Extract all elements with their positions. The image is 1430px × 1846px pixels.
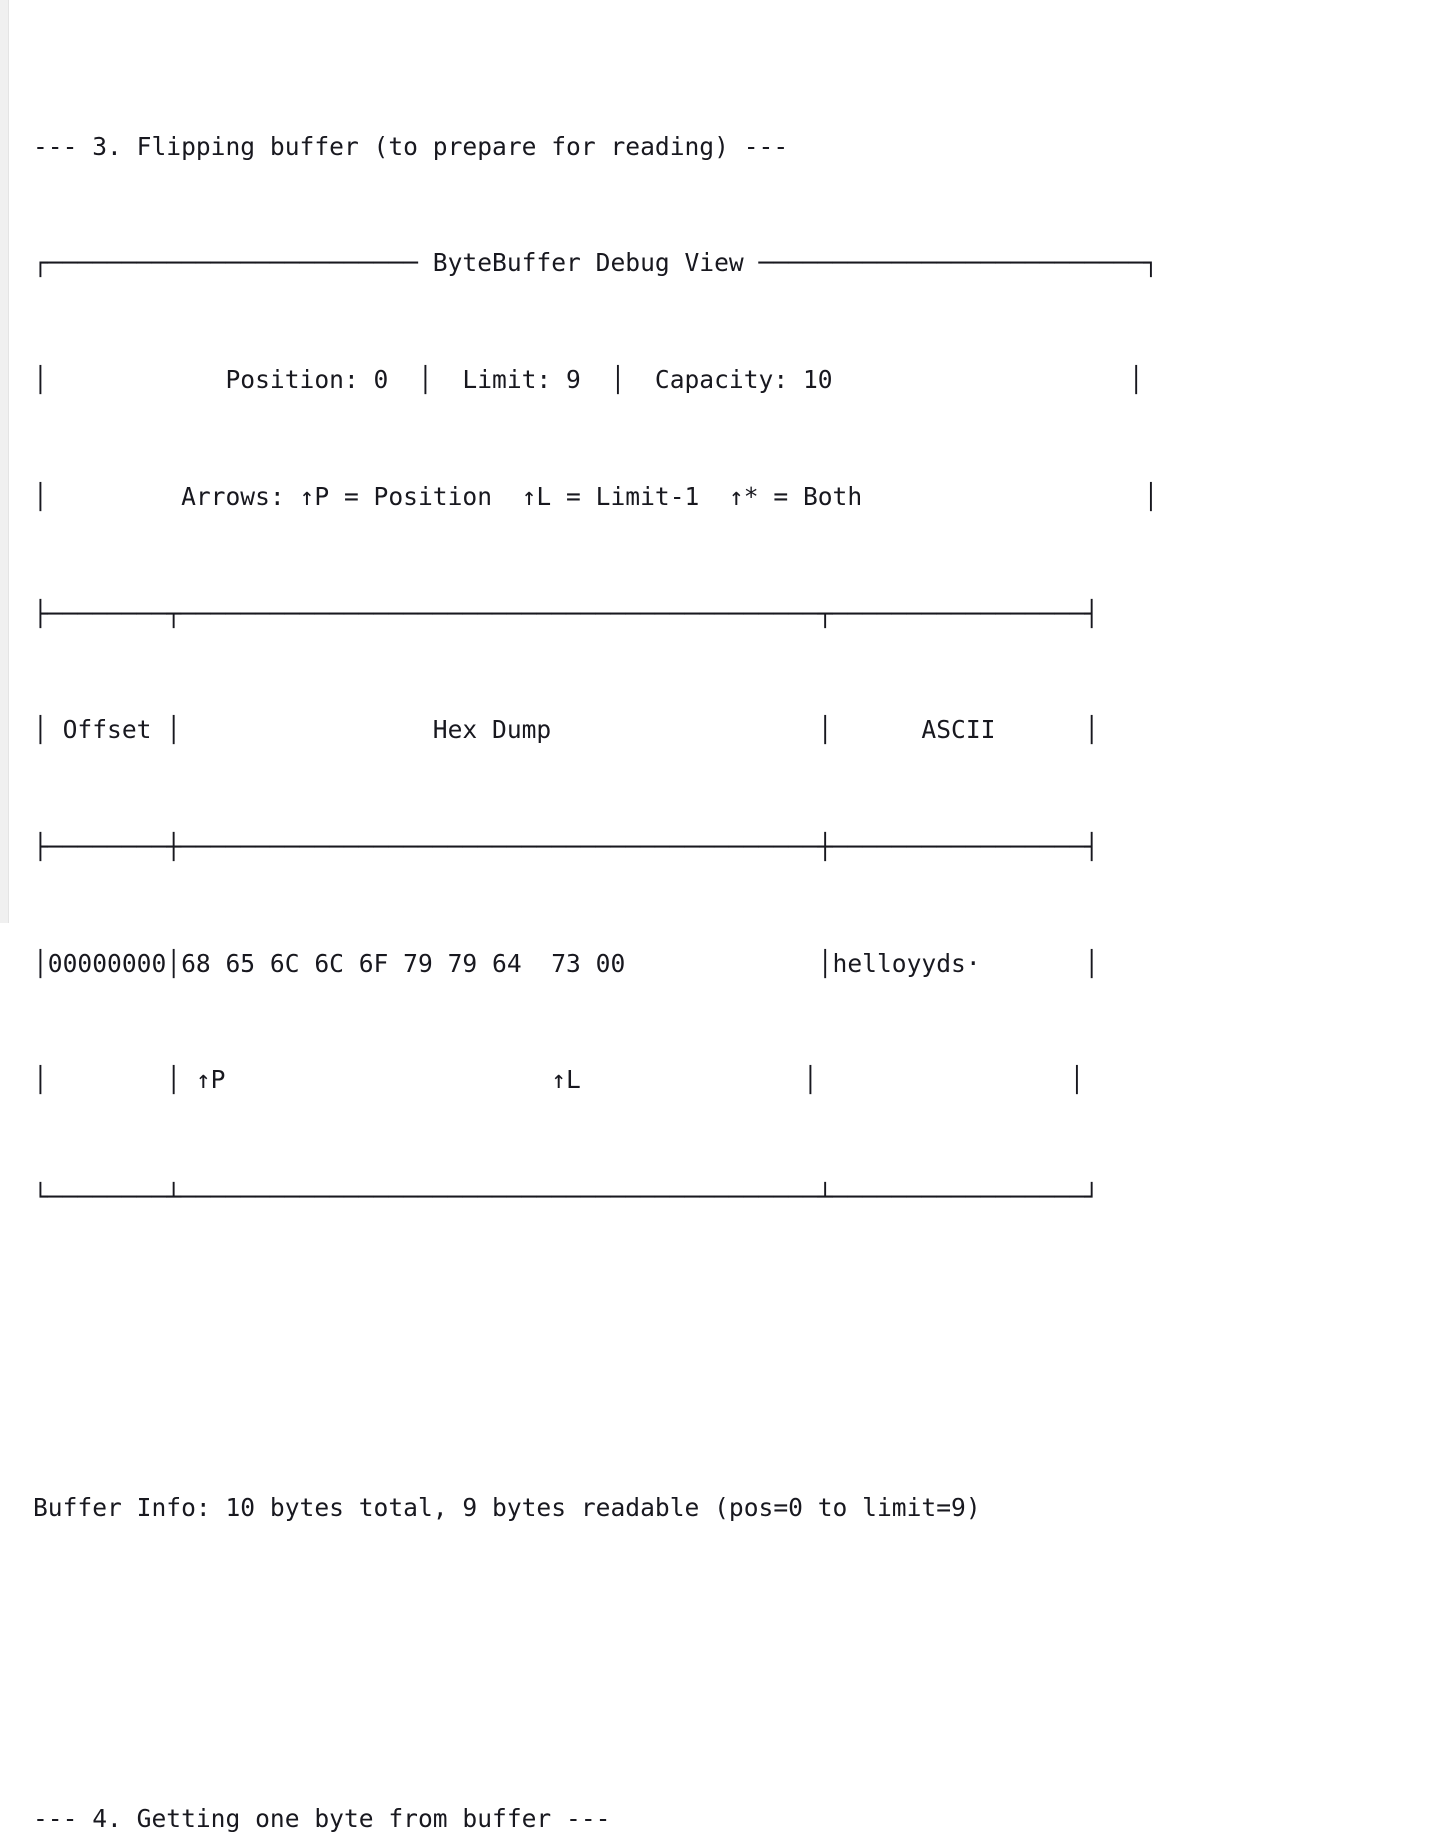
panel-1-title-border: ┌───────────────────────── ByteBuffer De… (33, 248, 1159, 278)
panel-1-arrows-legend-line: │ Arrows: ↑P = Position ↑L = Limit-1 ↑* … (33, 481, 1159, 511)
spacer-1 (33, 1334, 1423, 1373)
panel-1-table-mid-border: ├────────┼──────────────────────────────… (33, 831, 1100, 861)
terminal-output: --- 3. Flipping buffer (to prepare for r… (33, 11, 1423, 1846)
section-4-heading: --- 4. Getting one byte from buffer --- (33, 1804, 611, 1834)
spacer-2 (33, 1645, 1423, 1684)
panel-1-table-header: │ Offset │ Hex Dump │ ASCII │ (33, 715, 1100, 745)
panel-1-table-bottom-border: └────────┴──────────────────────────────… (33, 1182, 1100, 1212)
panel-1-hex-row: │00000000│68 65 6C 6C 6F 79 79 64 73 00 … (33, 948, 1100, 978)
editor-gutter (0, 0, 9, 923)
panel-1-table-top-border: ├────────┬──────────────────────────────… (33, 598, 1100, 628)
panel-1-marker-row: │ │ ↑P ↑L │ │ (33, 1065, 1085, 1095)
panel-1-info-line: │ Position: 0 │ Limit: 9 │ Capacity: 10 … (33, 365, 1144, 395)
section-3-heading: --- 3. Flipping buffer (to prepare for r… (33, 131, 789, 161)
buffer-info-line: Buffer Info: 10 bytes total, 9 bytes rea… (33, 1493, 981, 1523)
